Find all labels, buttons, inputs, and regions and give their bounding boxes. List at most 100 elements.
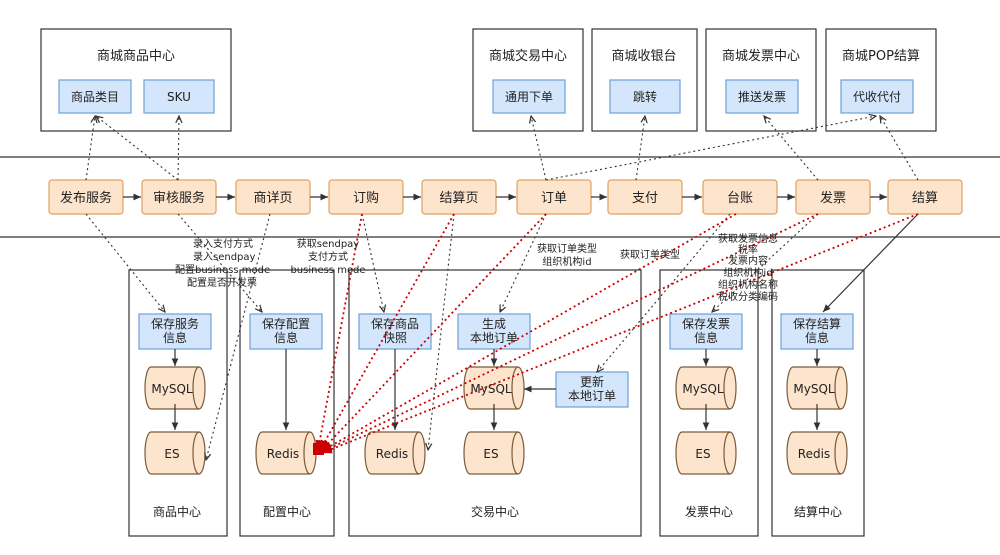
system-item: 商品类目 [71,89,119,104]
storage-label: Redis [267,447,299,461]
node-label-line1: 保存配置信息 [262,317,310,345]
svg-text:组织机构id: 组织机构id [542,255,591,268]
red-dotted-arrows [315,213,919,454]
storage-label: MySQL [151,382,193,396]
annotation-audit: 录入支付方式 录入sendpay 配置business mode 配置是否开发票 [175,237,270,289]
center-label: 配置中心 [263,504,311,519]
node-label-line1: 生成本地订单 [470,317,518,345]
node-label-line2: 信息 [694,330,718,345]
flow-step-label: 台账 [727,191,753,206]
node-label-line1: 保存商品快照 [371,316,419,345]
center-label: 商品中心 [153,504,201,519]
system-item: SKU [167,90,191,104]
inner-arrows [171,349,821,430]
svg-text:配置是否开发票: 配置是否开发票 [187,276,257,289]
storage-cylinder: ES [463,431,525,475]
node-update-order: 更新本地订单 [555,371,629,408]
storage-label: Redis [376,447,408,461]
center-label: 结算中心 [794,504,842,519]
node-create-order: 生成本地订单 [457,313,531,350]
node-label-line2: 本地订单 [568,389,616,403]
node-label-line1: 保存服务 [151,316,199,331]
storage-label: ES [483,447,498,461]
node-save-snapshot: 保存商品快照 [358,313,432,350]
center-config: 配置中心 [239,269,335,537]
node-label-line1: 更新本地订单 [568,374,616,403]
flow-step-label: 审核服务 [153,190,205,206]
node-label-line2: 信息 [805,330,829,345]
node-save-invoice: 保存发票信息 [669,313,743,350]
node-save-config: 保存配置信息 [249,313,323,350]
flow-step-label: 商详页 [253,191,292,206]
annotation-ledger-type: 获取订单类型 [620,248,680,261]
system-title: 商城商品中心 [97,49,175,64]
storage-cylinder: ES [675,431,737,475]
node-label-line2: 信息 [163,330,187,345]
settle-solid-arrow [822,213,919,313]
node-label-line1: 保存商品 [371,316,419,331]
storage-label: MySQL [682,382,724,396]
svg-text:支付方式: 支付方式 [308,250,348,263]
svg-text:税收分类编码: 税收分类编码 [718,290,778,303]
node-label-line2: 本地订单 [470,331,518,345]
svg-text:配置business mode: 配置business mode [175,264,270,276]
storage-cylinder: Redis [786,431,848,475]
node-label-line1: 保存结算信息 [793,316,841,345]
flow-step-box [887,179,963,215]
node-save-service: 保存服务信息 [138,313,212,350]
storage-cylinder: MySQL [786,366,848,410]
top-system-trade: 商城交易中心 通用下单 [472,28,584,132]
annotation-order-type: 获取订单类型 组织机构id [537,242,597,268]
center-label: 交易中心 [471,504,519,519]
annotation-order: 获取sendpay 支付方式 business mode [290,238,365,276]
node-label-line1: 保存发票 [682,316,730,331]
storage-label: ES [695,447,710,461]
svg-text:发票内容: 发票内容 [728,254,768,267]
flow-row: 发布服务审核服务商详页订购结算页订单支付台账发票结算 [48,179,963,215]
system-title: 商城交易中心 [489,48,567,64]
top-system-cashier: 商城收银台 跳转 [591,28,698,132]
flow-step-label: 发布服务 [60,190,112,206]
storage-cylinders: MySQL ES Redis Redis MySQL ES MySQL ES MySQL Redi… [144,366,848,475]
flow-step-label: 订单 [541,191,567,206]
svg-text:组织机构名称: 组织机构名称 [718,278,778,291]
svg-text:组织机构id: 组织机构id [723,266,772,279]
node-label-line1: 保存配置 [262,317,310,331]
svg-text:business mode: business mode [290,265,365,276]
center-label: 发票中心 [685,504,733,519]
system-title: 商城POP结算 [842,49,920,64]
storage-label: MySQL [793,382,835,396]
system-title: 商城发票中心 [722,48,800,64]
dotted-up-arrows [85,116,919,181]
top-system-goods: 商城商品中心 商品类目 SKU [40,28,232,132]
node-label-line2: 快照 [383,331,407,345]
red-arrow-tip [313,443,324,455]
system-title: 商城收银台 [611,49,676,64]
storage-cylinder: Redis [255,431,317,475]
svg-text:税率: 税率 [738,243,758,256]
system-item: 跳转 [633,89,657,104]
node-label-line1: 保存服务信息 [151,316,199,345]
svg-text:获取发票信息: 获取发票信息 [718,232,778,245]
node-save-settle: 保存结算信息 [780,313,854,350]
node-label-line2: 信息 [274,330,298,345]
system-item: 代收代付 [853,90,901,104]
dotted-down-arrows [85,213,819,460]
flow-step-label: 订购 [353,190,379,206]
top-system-pop: 商城POP结算 代收代付 [825,28,937,132]
flow-step-label: 结算 [912,191,938,206]
storage-cylinder: Redis [364,431,426,475]
storage-label: MySQL [470,382,512,396]
flow-step-label: 结算页 [439,191,478,206]
storage-cylinder: MySQL [675,366,737,410]
storage-cylinder: MySQL [463,366,525,410]
storage-cylinder: ES [144,431,206,475]
annotation-invoice: 获取发票信息 税率 发票内容 组织机构id 组织机构名称 税收分类编码 [718,232,778,303]
top-system-invoice: 商城发票中心 推送发票 [705,28,817,132]
storage-label: ES [164,447,179,461]
system-item: 通用下单 [505,90,553,104]
flow-step-label: 支付 [632,191,658,206]
svg-text:录入支付方式: 录入支付方式 [193,237,253,250]
